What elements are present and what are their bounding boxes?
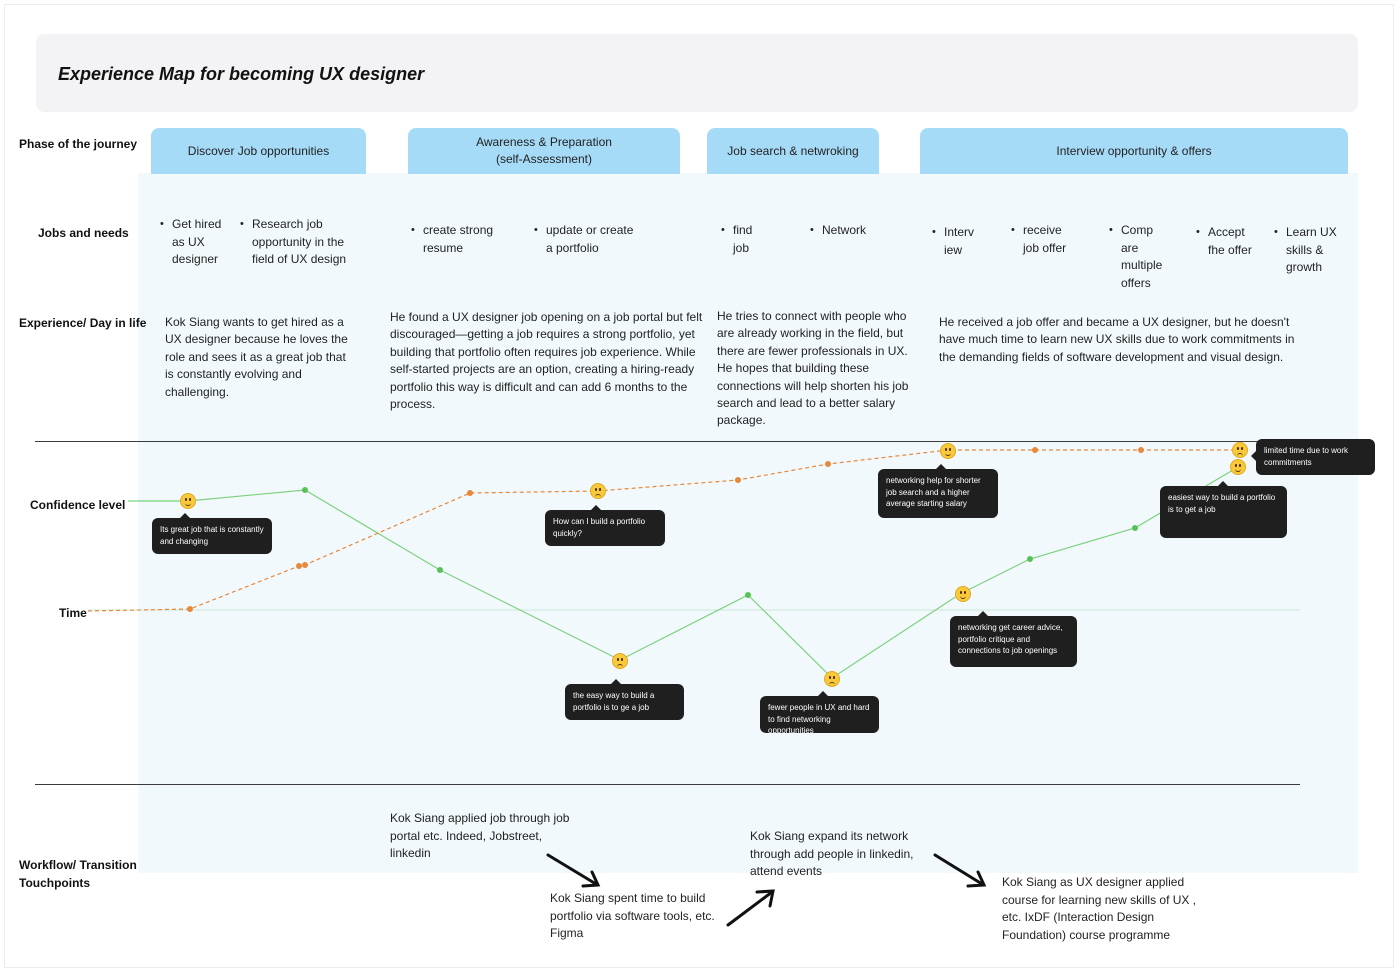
confidence-line-orange <box>87 449 1240 612</box>
row-label-jobs: Jobs and needs <box>38 226 129 240</box>
job-item: update or create a portfolio <box>534 222 633 257</box>
job-item: Network <box>810 222 866 240</box>
workflow-text: Kok Siang spent time to build portfolio … <box>550 891 715 940</box>
experience-text: He found a UX designer job opening on a … <box>390 310 703 412</box>
row-label-phase: Phase of the journey <box>19 137 138 151</box>
row-label-workflow: Workflow/ Transition Touchpoints <box>19 858 137 890</box>
experience-text: Kok Siang wants to get hired as a UX des… <box>165 315 348 399</box>
sad-face-icon <box>612 653 628 669</box>
job-item: Research job opportunity in the field of… <box>240 216 346 269</box>
happy-face-icon <box>1230 459 1246 475</box>
experience-text: He tries to connect with people who are … <box>717 309 909 428</box>
tooltip: easiest way to build a portfolio is to g… <box>1160 481 1287 538</box>
tooltip: fewer people in UX and hard to find netw… <box>760 691 879 735</box>
job-item: Accept fhe offer <box>1196 224 1252 259</box>
phase-interview: Interview opportunity & offers <box>920 128 1348 174</box>
job-item: Comp are multiple offers <box>1109 222 1162 292</box>
tooltip: Its great job that is constantly and cha… <box>152 513 272 554</box>
workflow-text: Kok Siang applied job through job portal… <box>390 811 570 860</box>
job-item: Learn UX skills & growth <box>1274 224 1337 277</box>
job-item: Get hired as UX designer <box>160 216 221 269</box>
sad-face-icon <box>1232 442 1248 458</box>
arrow-down-2-head <box>966 870 987 888</box>
title-bar: Experience Map for becoming UX designer <box>36 34 1358 112</box>
phase-awareness: Awareness & Preparation (self-Assessment… <box>408 128 680 174</box>
job-item: receive job offer <box>1011 222 1066 257</box>
arrow-up-1-head <box>755 889 775 908</box>
canvas-frame <box>4 4 1394 968</box>
arrow-down-1 <box>546 853 598 886</box>
phase-job-search: Job search & netwroking <box>707 128 879 174</box>
divider-bottom <box>35 784 1300 785</box>
green-points <box>302 487 1138 598</box>
sad-face-icon <box>824 671 840 687</box>
arrow-down-2 <box>933 853 984 886</box>
job-item: find job <box>721 222 752 257</box>
happy-face-icon <box>940 443 956 459</box>
experience-text: He received a job offer and became a UX … <box>939 315 1295 364</box>
happy-face-icon <box>180 493 196 509</box>
sad-face-icon <box>590 483 606 499</box>
happy-face-icon <box>955 586 971 602</box>
tooltip: limited time due to work commitments <box>1251 439 1375 475</box>
arrow-up-1 <box>726 890 774 927</box>
workflow-text: Kok Siang expand its network through add… <box>750 829 914 878</box>
tooltip: How can I build a portfolio quickly? <box>545 505 665 546</box>
arrow-down-1-head <box>581 870 601 888</box>
row-label-time: Time <box>59 606 87 620</box>
orange-points <box>187 447 1144 612</box>
page-title: Experience Map for becoming UX designer <box>58 64 425 84</box>
workflow-text: Kok Siang as UX designer applied course … <box>1002 875 1197 942</box>
divider-top <box>35 441 1347 442</box>
tooltip: networking help for shorter job search a… <box>878 464 998 518</box>
row-label-experience: Experience/ Day in life <box>19 316 147 330</box>
arrows <box>546 853 987 927</box>
job-item: Interv iew <box>932 224 974 259</box>
phase-discover: Discover Job opportunities <box>151 128 366 174</box>
tooltip: networking get career advice, portfolio … <box>950 611 1077 667</box>
tooltip: the easy way to build a portfolio is to … <box>565 679 684 720</box>
job-item: create strong resume <box>411 222 493 257</box>
row-label-confidence: Confidence level <box>30 498 126 512</box>
